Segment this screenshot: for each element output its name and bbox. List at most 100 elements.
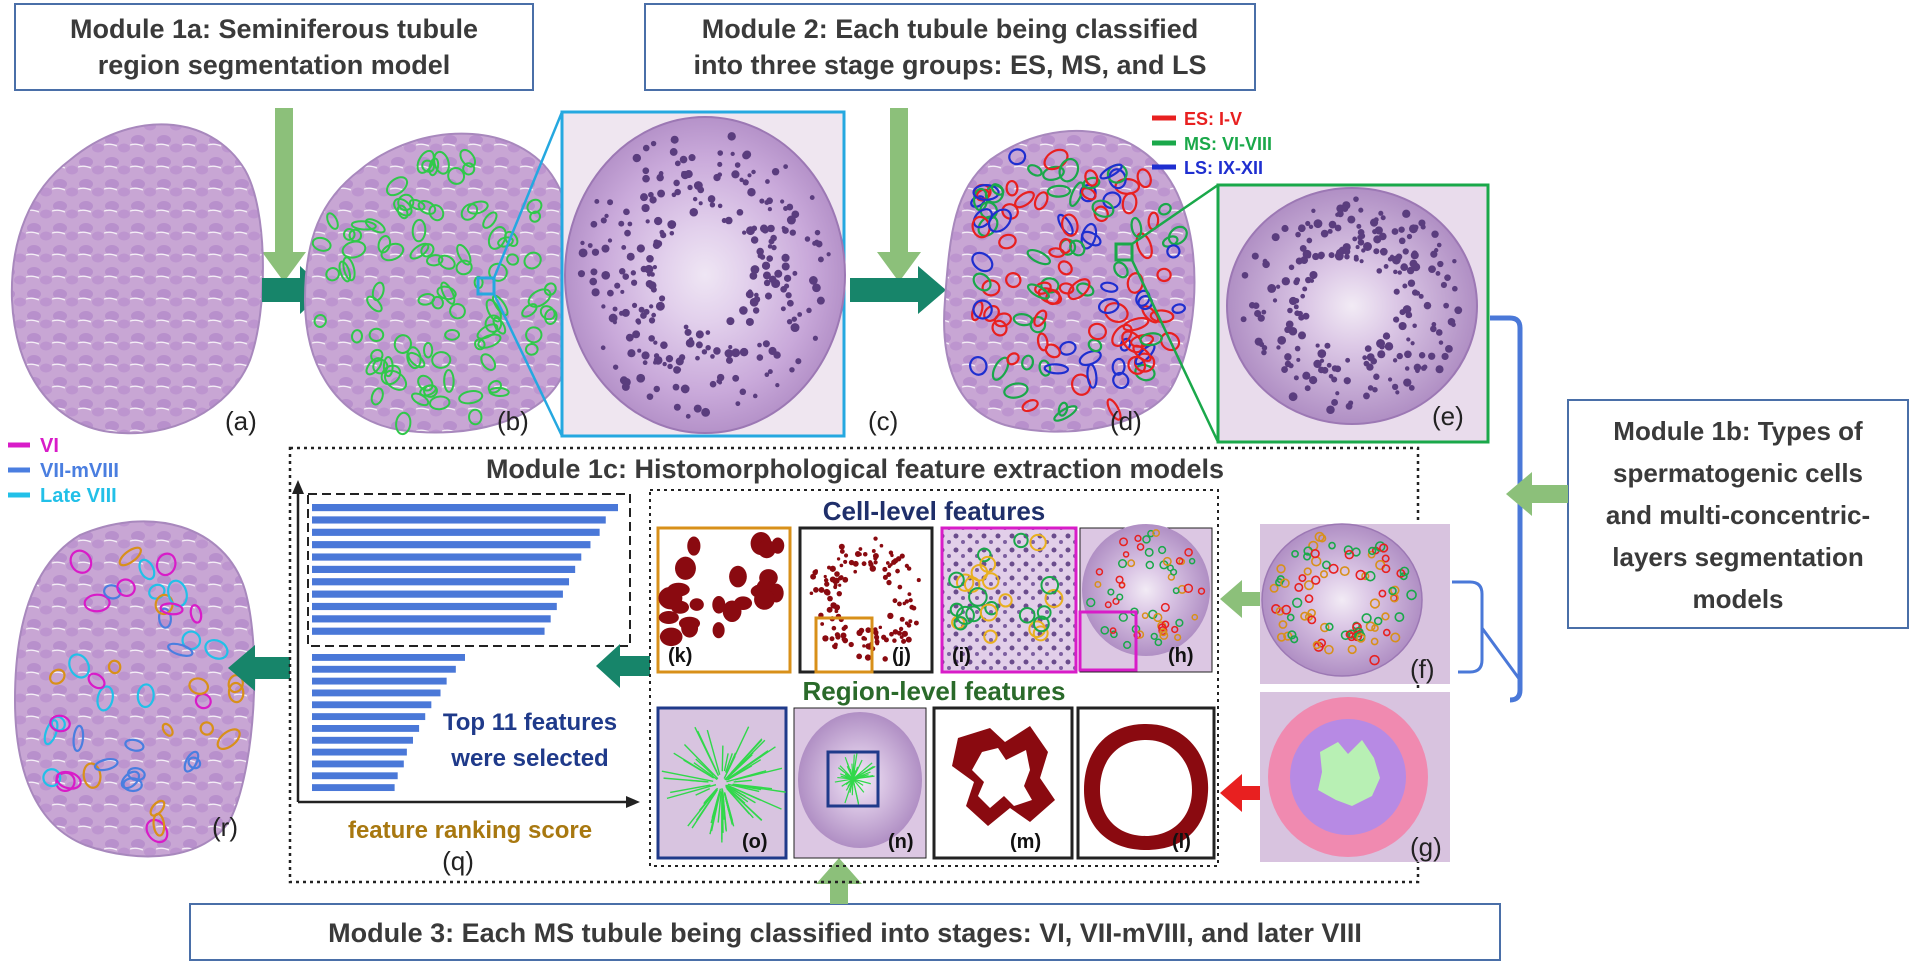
cell-nucleus: [812, 240, 818, 246]
lumen-flagellum-line: [726, 787, 763, 821]
cell-nucleus: [710, 354, 715, 359]
cell-nucleus: [786, 215, 796, 225]
cell-nucleus: [648, 191, 654, 198]
cell-mask-dot: [831, 625, 837, 631]
tubule-outline: [504, 230, 519, 247]
cell-type-marker: [1191, 613, 1199, 621]
ms-tubule-outline: [48, 668, 66, 685]
cell-nucleus: [1391, 228, 1399, 235]
lumen-flagellum-line: [727, 787, 749, 803]
cell-nucleus: [826, 252, 831, 257]
cell-type-marker: [1365, 621, 1376, 632]
cell-nucleus: [693, 404, 702, 413]
cell-mask-blob: [659, 627, 683, 647]
tubule-outline: [488, 386, 510, 398]
cell-nucleus: [770, 234, 777, 242]
cell-nucleus: [685, 338, 695, 348]
cell-nucleus: [1297, 224, 1306, 233]
tubule-outline: [460, 203, 479, 221]
cell-nucleus: [756, 247, 764, 256]
cell-nucleus: [607, 199, 614, 206]
cell-nucleus: [1367, 385, 1374, 391]
cell-nucleus: [1392, 358, 1398, 363]
tubule-outline: [429, 395, 451, 411]
lumen-flagellum-line: [727, 765, 753, 781]
cell-type-marker: [1355, 569, 1366, 581]
cell-nucleus: [749, 272, 758, 280]
region-level-title: Region-level features: [803, 676, 1066, 706]
panel-label-h: (h): [1168, 645, 1194, 667]
cell-mask-dot: [836, 590, 842, 597]
cell-nucleus: [780, 306, 786, 312]
cell-nucleus: [642, 174, 650, 183]
module-1c-title: Module 1c: Histomorphological feature ex…: [486, 454, 1224, 484]
cell-nucleus: [759, 198, 765, 204]
tubule-outline: [395, 411, 412, 436]
zoom-line-b-top: [492, 111, 564, 279]
cell-nucleus: [1372, 228, 1378, 235]
stage-tubule-outline: [1111, 357, 1126, 376]
stage-tubule-outline: [1001, 203, 1019, 220]
cell-nucleus: [1373, 373, 1380, 380]
cell-mask-dot: [857, 552, 862, 557]
cell-mask-dot: [861, 636, 867, 641]
cell-mask-dot: [838, 543, 845, 550]
cell-nucleus: [766, 197, 773, 205]
cell-nucleus: [648, 317, 656, 324]
cell-nucleus: [739, 306, 748, 315]
cell-mask-dot: [822, 635, 829, 642]
stage-tubule-outline: [1027, 164, 1043, 177]
tubule-outline: [417, 374, 434, 392]
arrow-g-to-l: [1220, 774, 1260, 812]
cell-nucleus: [1441, 352, 1449, 361]
ms-tubule-outline: [107, 659, 122, 675]
cell-mask-dot: [872, 553, 879, 559]
lumen-flagellum-line: [683, 743, 719, 780]
cell-nucleus: [1355, 245, 1360, 250]
cell-mask-blob: [658, 611, 679, 624]
cell-mask-dot: [882, 566, 888, 572]
ms-tubule-outline: [154, 593, 174, 616]
cell-nucleus: [1344, 253, 1350, 260]
cell-nucleus: [809, 195, 815, 200]
cell-nucleus: [752, 393, 758, 399]
tubule-outline: [443, 369, 455, 393]
stage-tubule-outline: [983, 305, 1000, 322]
cell-nucleus: [1454, 306, 1463, 315]
stage-tubule-outline: [1100, 281, 1119, 293]
cell-nucleus: [1430, 250, 1438, 258]
tubule-outline: [370, 387, 384, 406]
cell-type-marker: [1381, 564, 1391, 574]
cell-type-marker: [1145, 560, 1155, 570]
cell-type-marker: [1127, 559, 1136, 568]
cell-nucleus: [1272, 298, 1278, 303]
cell-detection-ring: [1032, 625, 1049, 642]
cell-mask-dot: [838, 583, 842, 587]
tubule-outline: [485, 298, 502, 323]
stage-tubule-outline: [1086, 363, 1098, 389]
tubule-outline: [433, 150, 450, 175]
lumen-flagellum-line: [852, 759, 863, 780]
cell-nucleus: [1276, 284, 1281, 289]
cell-mask-dot: [848, 559, 855, 566]
feature-bar: [312, 677, 447, 685]
cell-nucleus: [1304, 385, 1311, 392]
panel-label-m: (m): [1010, 831, 1041, 853]
tubule-outline: [380, 242, 405, 262]
cell-nucleus: [1345, 357, 1351, 363]
tubule-outline: [368, 327, 385, 342]
cell-type-marker: [1152, 529, 1161, 537]
stage-tubule-outline: [1033, 191, 1049, 211]
cell-nucleus: [601, 270, 611, 280]
feature-bar: [312, 736, 413, 744]
cell-nucleus: [656, 173, 664, 182]
cell-nucleus: [1372, 386, 1378, 393]
ms-tubule-outline: [83, 593, 111, 613]
cell-mask-dot: [853, 569, 858, 574]
cell-nucleus: [1353, 196, 1359, 202]
tubule-outline: [477, 333, 502, 349]
cell-nucleus: [1410, 251, 1419, 260]
cell-nucleus: [1293, 375, 1299, 381]
cell-nucleus: [637, 348, 642, 353]
